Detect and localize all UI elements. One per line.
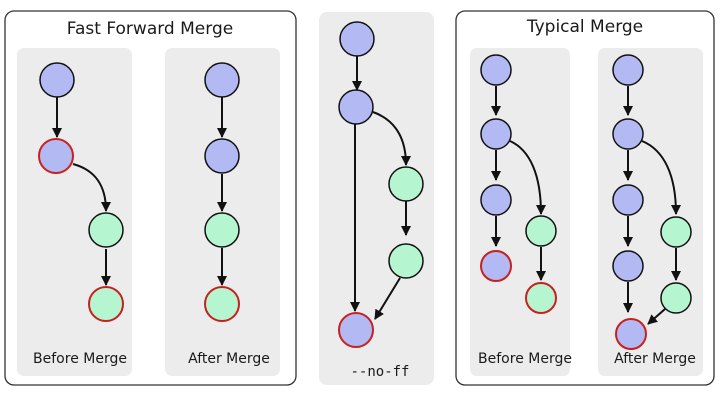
typical-merge-panel: Typical Merge Before Merge [455, 10, 715, 386]
branch-head-commit [525, 282, 557, 314]
fast-forward-merge-panel: Fast Forward Merge Before Merge After Me… [4, 10, 297, 386]
typical-before-subpanel: Before Merge [470, 48, 572, 376]
ff-before-edge [72, 163, 111, 212]
merge-commit [615, 318, 647, 350]
typical-before-edge [509, 140, 546, 215]
main-commit [338, 89, 374, 125]
branch-head-commit [88, 286, 124, 322]
no-ff-background [319, 12, 434, 385]
branch-commit [525, 215, 557, 247]
typical-after-background [598, 48, 703, 376]
typical-before-label: Before Merge [478, 351, 572, 367]
main-commit [480, 54, 512, 86]
ff-before-subpanel: Before Merge [17, 48, 132, 376]
main-head-commit [38, 138, 74, 174]
main-commit [612, 118, 644, 150]
main-commit [39, 62, 75, 98]
typical-after-edge [641, 140, 681, 215]
main-commit [612, 250, 644, 282]
no-ff-panel: --no-ff [319, 12, 434, 385]
head-commit [204, 286, 240, 322]
branch-commit [388, 166, 424, 202]
merge-commit [338, 312, 374, 348]
typical-after-edge [647, 308, 666, 325]
ff-after-background [165, 48, 280, 376]
branch-commit [388, 243, 424, 279]
main-commit [204, 138, 240, 174]
ff-after-subpanel: After Merge [165, 48, 280, 376]
branch-commit [204, 212, 240, 248]
main-commit [612, 54, 644, 86]
branch-commit [88, 212, 124, 248]
typical-before-background [470, 48, 570, 376]
ff-before-label: Before Merge [33, 351, 127, 367]
main-commit [339, 21, 375, 57]
fast-forward-title: Fast Forward Merge [67, 19, 233, 39]
main-commit [480, 184, 512, 216]
branch-commit [660, 216, 692, 248]
main-head-commit [480, 250, 512, 282]
main-commit [480, 118, 512, 150]
no-ff-edge [374, 277, 401, 320]
no-ff-edge [372, 111, 411, 166]
typical-after-subpanel: After Merge [598, 48, 703, 376]
ff-after-label: After Merge [188, 351, 270, 367]
typical-merge-title: Typical Merge [526, 17, 643, 37]
branch-commit [660, 282, 692, 314]
main-commit [204, 62, 240, 98]
main-commit [612, 184, 644, 216]
no-ff-label: --no-ff [350, 364, 409, 380]
typical-after-label: After Merge [614, 351, 696, 367]
ff-before-background [17, 48, 132, 376]
